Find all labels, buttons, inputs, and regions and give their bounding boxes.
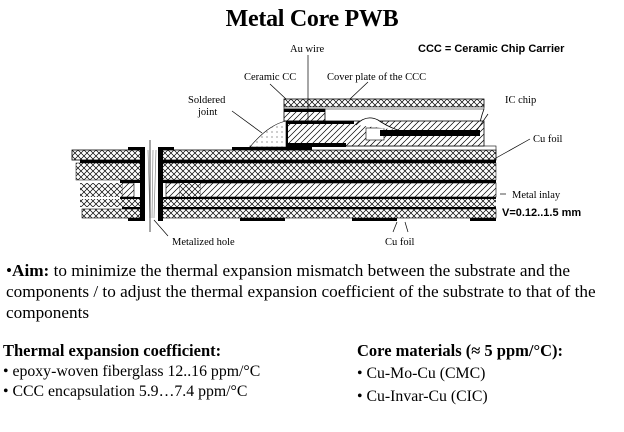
ceramic-chip-carrier (249, 98, 485, 148)
thermal-expansion-heading: Thermal expansion coefficient: (3, 341, 222, 360)
left-prepreg-fill (80, 183, 122, 197)
ccc-definition-label: CCC = Ceramic Chip Carrier (418, 43, 565, 55)
list-item: • Cu-Invar-Cu (CIC) (357, 388, 488, 405)
au-wire-label: Au wire (290, 44, 324, 55)
thermal-expansion-section: Thermal expansion coefficient: • epoxy-w… (3, 341, 260, 402)
bottom-cu-pad-4 (470, 218, 496, 221)
inner-cu-foil-top (80, 160, 496, 163)
aim-text: to minimize the thermal expansion mismat… (6, 261, 596, 322)
core-materials-heading: Core materials (≈ 5 ppm/°C): (357, 341, 563, 360)
bottom-cu-pad-2 (240, 218, 285, 221)
page-title: Metal Core PWB (225, 6, 399, 32)
cu-foil-top-label: Cu foil (533, 134, 563, 145)
substrate-layers (71, 145, 497, 221)
cover-plate-label: Cover plate of the CCC (327, 72, 426, 83)
cover-plate (283, 98, 485, 108)
core-materials-section: Core materials (≈ 5 ppm/°C): • Cu-Mo-Cu … (357, 341, 563, 407)
list-item: • CCC encapsulation 5.9…7.4 ppm/°C (3, 383, 248, 400)
metal-inlay-label: Metal inlay (512, 190, 561, 201)
metal-inlay (199, 182, 497, 198)
metal-inlay-top-line (120, 180, 496, 183)
metal-inlay-mid-block (165, 182, 181, 198)
aim-label: Aim: (12, 261, 50, 280)
metalized-hole-label: Metalized hole (172, 237, 235, 248)
metal-inlay-left-block (121, 182, 135, 198)
upper-prepreg-layer (75, 162, 497, 181)
leader-lines (153, 55, 531, 237)
aim-paragraph: •Aim: to minimize the thermal expansion … (6, 260, 622, 323)
ic-chip (380, 130, 480, 136)
soldered-joint (249, 120, 287, 148)
inner-cu-foil-bottom (122, 207, 496, 209)
cu-foil-bottom-label: Cu foil (385, 237, 415, 248)
top-prepreg-layer (71, 149, 497, 161)
metalized-hole (140, 140, 163, 232)
pwb-cross-section-diagram: Au wire CCC = Ceramic Chip Carrier Ceram… (71, 43, 581, 248)
au-wire-bond (355, 117, 399, 131)
thickness-label: V=0.12..1.5 mm (502, 207, 581, 219)
soldered-label-line2: joint (197, 107, 217, 118)
mid-prepreg-fill (180, 183, 200, 197)
lower-prepreg-layer (80, 199, 496, 207)
list-item: • Cu-Mo-Cu (CMC) (357, 365, 486, 382)
bottom-prepreg-layer (81, 208, 497, 219)
bottom-cu-pad-3 (352, 218, 397, 221)
soldered-label-line1: Soldered (188, 95, 226, 106)
list-item: • epoxy-woven fiberglass 12..16 ppm/°C (3, 363, 261, 380)
ic-chip-label: IC chip (505, 95, 536, 106)
ceramic-cc-label: Ceramic CC (244, 72, 296, 83)
metal-inlay-bottom-line (120, 197, 496, 199)
top-cu-pad-solder (232, 147, 312, 150)
aim-bullet: • (6, 261, 13, 280)
